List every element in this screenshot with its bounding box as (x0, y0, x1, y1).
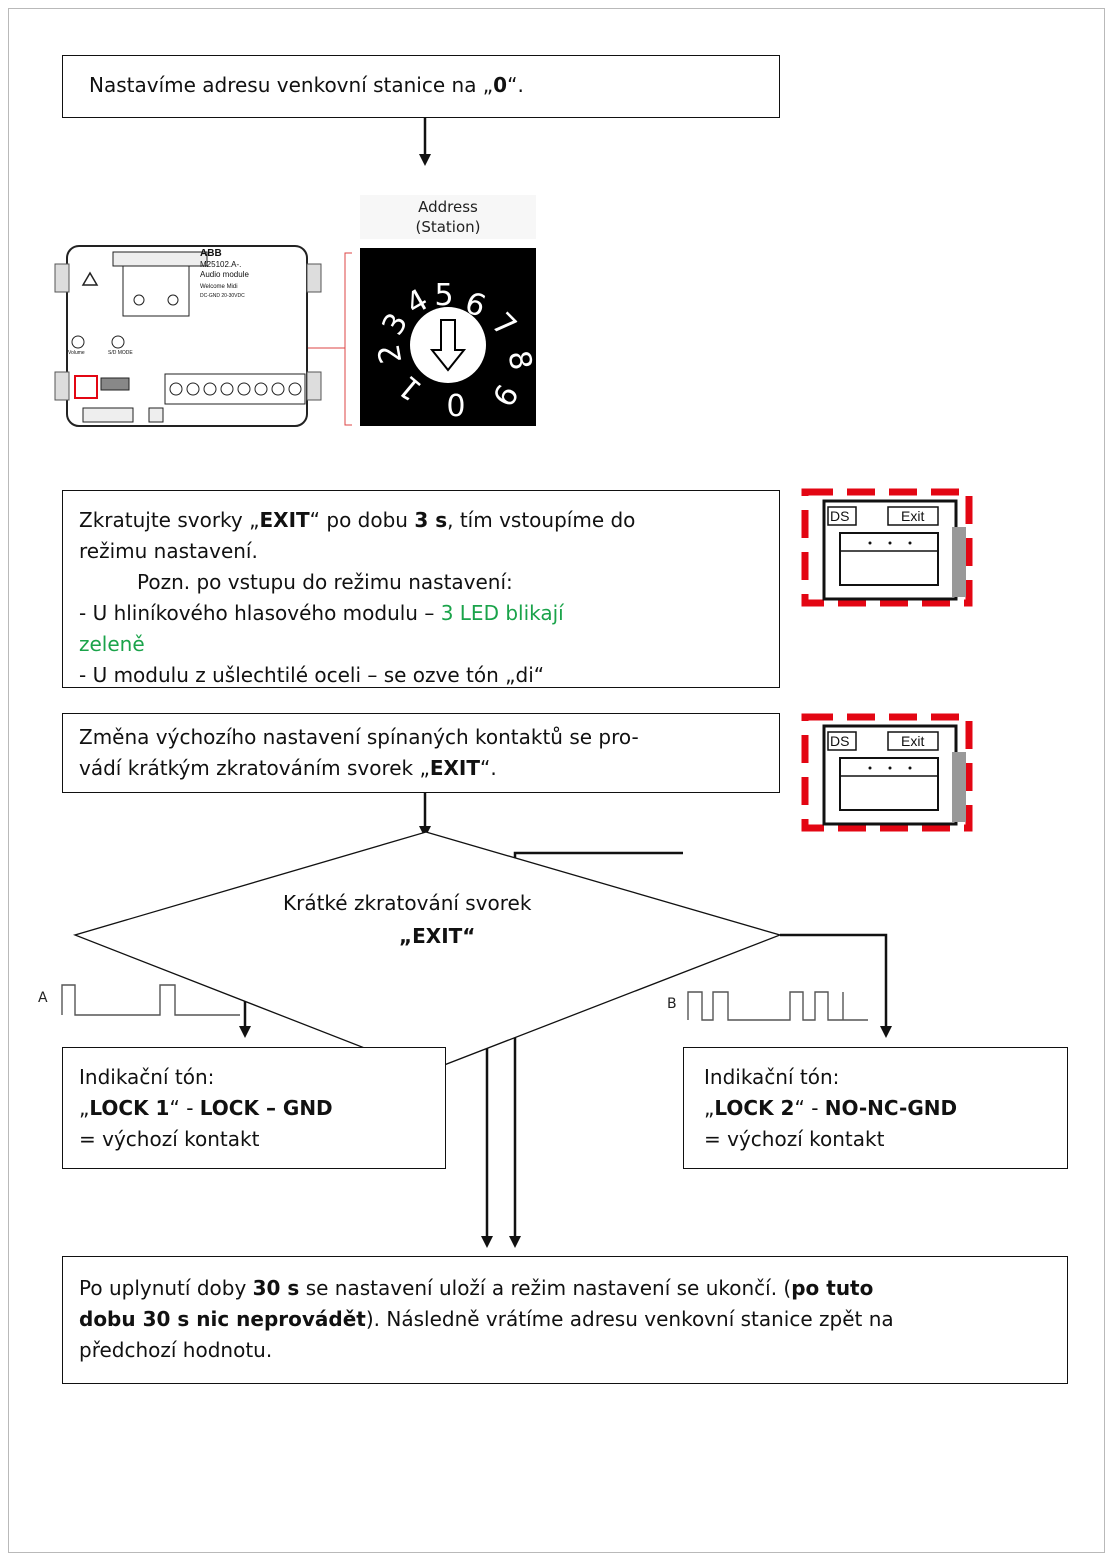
page-frame (8, 8, 1105, 1553)
step-enter-setup-line2: režimu nastavení. (79, 539, 258, 563)
arrow-decision-to-b (780, 933, 892, 1038)
setup-note-aluminium: - U hliníkového hlasového modulu – 3 LED… (79, 601, 564, 625)
step-enter-setup-box: Zkratujte svorky „EXIT“ po dobu 3 s, tím… (62, 490, 780, 688)
audio-module-illustration: ABB M25102.A-. Audio module Welcome Midi… (54, 238, 325, 428)
dial-digit-1: 1 (392, 368, 429, 407)
arrow-b-to-final (509, 851, 683, 1248)
setup-note-heading: Pozn. po vstupu do režimu nastavení: (137, 570, 513, 594)
module-series: Welcome Midi (200, 284, 238, 290)
decision-line2: „EXIT“ (399, 924, 476, 948)
dial-digit-8: 8 (500, 348, 538, 373)
dial-digit-9: 9 (484, 378, 524, 412)
result-lock1-box: Indikační tón: „LOCK 1“ - LOCK – GND = v… (62, 1047, 446, 1169)
dial-digit-2: 2 (372, 341, 410, 366)
dial-pointer-arrow (429, 319, 467, 372)
signal-a-waveform (61, 984, 240, 1016)
step-enter-setup-line1: Zkratujte svorky „EXIT“ po dobu 3 s, tím… (79, 508, 636, 532)
step-set-address-box: Nastavíme adresu venkovní stanice na „0“… (62, 55, 780, 118)
result-lock2-line1: Indikační tón: (704, 1065, 840, 1089)
result-lock2-line3: = výchozí kontakt (704, 1127, 885, 1151)
step-change-contacts-line1: Změna výchozího nastavení spínaných kont… (79, 725, 639, 749)
module-type: Audio module (200, 270, 249, 279)
step-change-contacts-box: Změna výchozího nastavení spínaných kont… (62, 713, 780, 793)
dial-digit-3: 3 (376, 307, 416, 341)
dial-digit-5: 5 (434, 278, 453, 313)
result-lock1-line2: „LOCK 1“ - LOCK – GND (79, 1096, 333, 1120)
signal-b-label: B (667, 996, 677, 1012)
final-step-line1: Po uplynutí doby 30 s se nastavení uloží… (79, 1276, 874, 1300)
result-lock2-line2: „LOCK 2“ - NO-NC-GND (704, 1096, 958, 1120)
module-volume-label: Volume (68, 350, 85, 356)
terminal-exit-label: Exit (901, 508, 925, 524)
final-step-box: Po uplynutí doby 30 s se nastavení uloží… (62, 1256, 1068, 1384)
signal-a-label: A (38, 990, 48, 1006)
address-label: Address (Station) (360, 195, 536, 239)
final-step-line3: předchozí hodnotu. (79, 1338, 273, 1362)
result-lock2-box: Indikační tón: „LOCK 2“ - NO-NC-GND = vý… (683, 1047, 1068, 1169)
address-rotary-dial: 5 6 7 8 9 0 1 2 3 4 (360, 248, 538, 426)
module-power: DC-GND 20-30VDC (200, 293, 245, 299)
result-lock1-line3: = výchozí kontakt (79, 1127, 260, 1151)
decision-line1: Krátké zkratování svorek (283, 891, 532, 915)
terminal-ds-label: DS (830, 733, 850, 749)
final-step-line2: dobu 30 s nic neprovádět). Následně vrát… (79, 1307, 894, 1331)
decision-diamond (72, 831, 783, 1073)
step-set-address-text: Nastavíme adresu venkovní stanice na „0“… (89, 73, 524, 97)
step-change-contacts-line2: vádí krátkým zkratováním svorek „EXIT“. (79, 756, 497, 780)
module-brand: ABB (200, 248, 222, 259)
dial-digit-0: 0 (446, 386, 465, 421)
exit-terminal-image-2: DS Exit (801, 713, 973, 832)
terminal-ds-label: DS (830, 508, 850, 524)
dial-digit-7: 7 (485, 306, 523, 344)
module-mode-label: S/D MODE (108, 350, 133, 356)
result-lock1-line1: Indikační tón: (79, 1065, 215, 1089)
module-model: M25102.A-. (200, 260, 242, 269)
setup-note-steel: - U modulu z ušlechtilé oceli – se ozve … (79, 663, 545, 687)
signal-b-waveform (687, 991, 868, 1021)
setup-note-aluminium-cont: zeleně (79, 632, 145, 656)
exit-terminal-image-1: DS Exit (801, 488, 973, 607)
terminal-exit-label: Exit (901, 733, 925, 749)
